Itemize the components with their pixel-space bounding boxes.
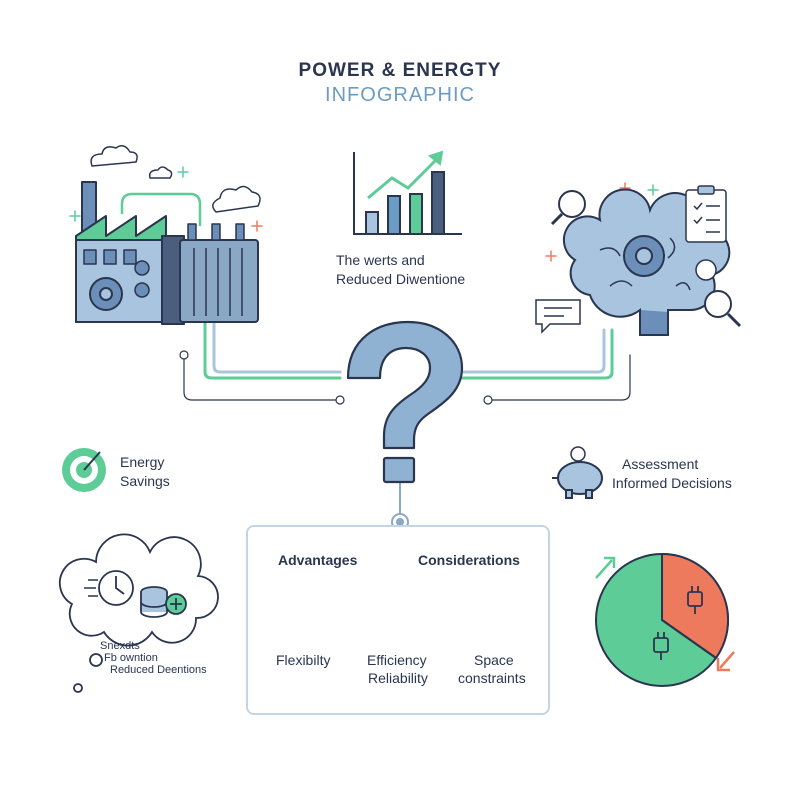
bar-chart-icon (353, 150, 462, 235)
title-line-2: INFOGRAPHIC (325, 84, 475, 106)
chat-bubble-icon (535, 299, 581, 334)
factory-icon (75, 145, 261, 325)
question-mark-icon (346, 320, 464, 484)
space-label: Space (474, 652, 514, 668)
sparkle-icons (69, 166, 659, 262)
energy-savings-line-2: Savings (120, 473, 170, 489)
energy-savings-line-1: Energy (120, 454, 165, 470)
thought-note-1: Snexdts (100, 640, 140, 652)
target-icon (62, 448, 106, 492)
title-line-1: POWER & ENERGTY (298, 60, 502, 81)
chart-caption-line-2: Reduced Diwentione (336, 271, 466, 287)
plug-icon (687, 586, 703, 614)
pie-chart-icon (595, 552, 735, 687)
piggy-bank-icon (552, 446, 603, 499)
thought-note-3: Reduced Deentions (110, 664, 207, 676)
thought-cloud-icon (58, 533, 219, 693)
flexibility-label: Flexibilty (276, 652, 331, 668)
considerations-heading: Considerations (418, 552, 520, 568)
assessment-line-1: Assessment (622, 456, 699, 472)
magnifier-icon (550, 190, 742, 328)
plug-icon-2 (653, 632, 669, 660)
comparison-box (246, 525, 550, 715)
chart-caption-line-1: The werts and (336, 252, 425, 268)
reliability-label: Reliability (368, 670, 428, 686)
checklist-icon (685, 185, 727, 243)
thought-note-2: Fb owntion (104, 652, 158, 664)
advantages-heading: Advantages (278, 552, 358, 568)
constraints-label: constraints (458, 670, 526, 686)
assessment-line-2: Informed Decisions (612, 475, 732, 491)
efficiency-label: Efficiency (367, 652, 427, 668)
